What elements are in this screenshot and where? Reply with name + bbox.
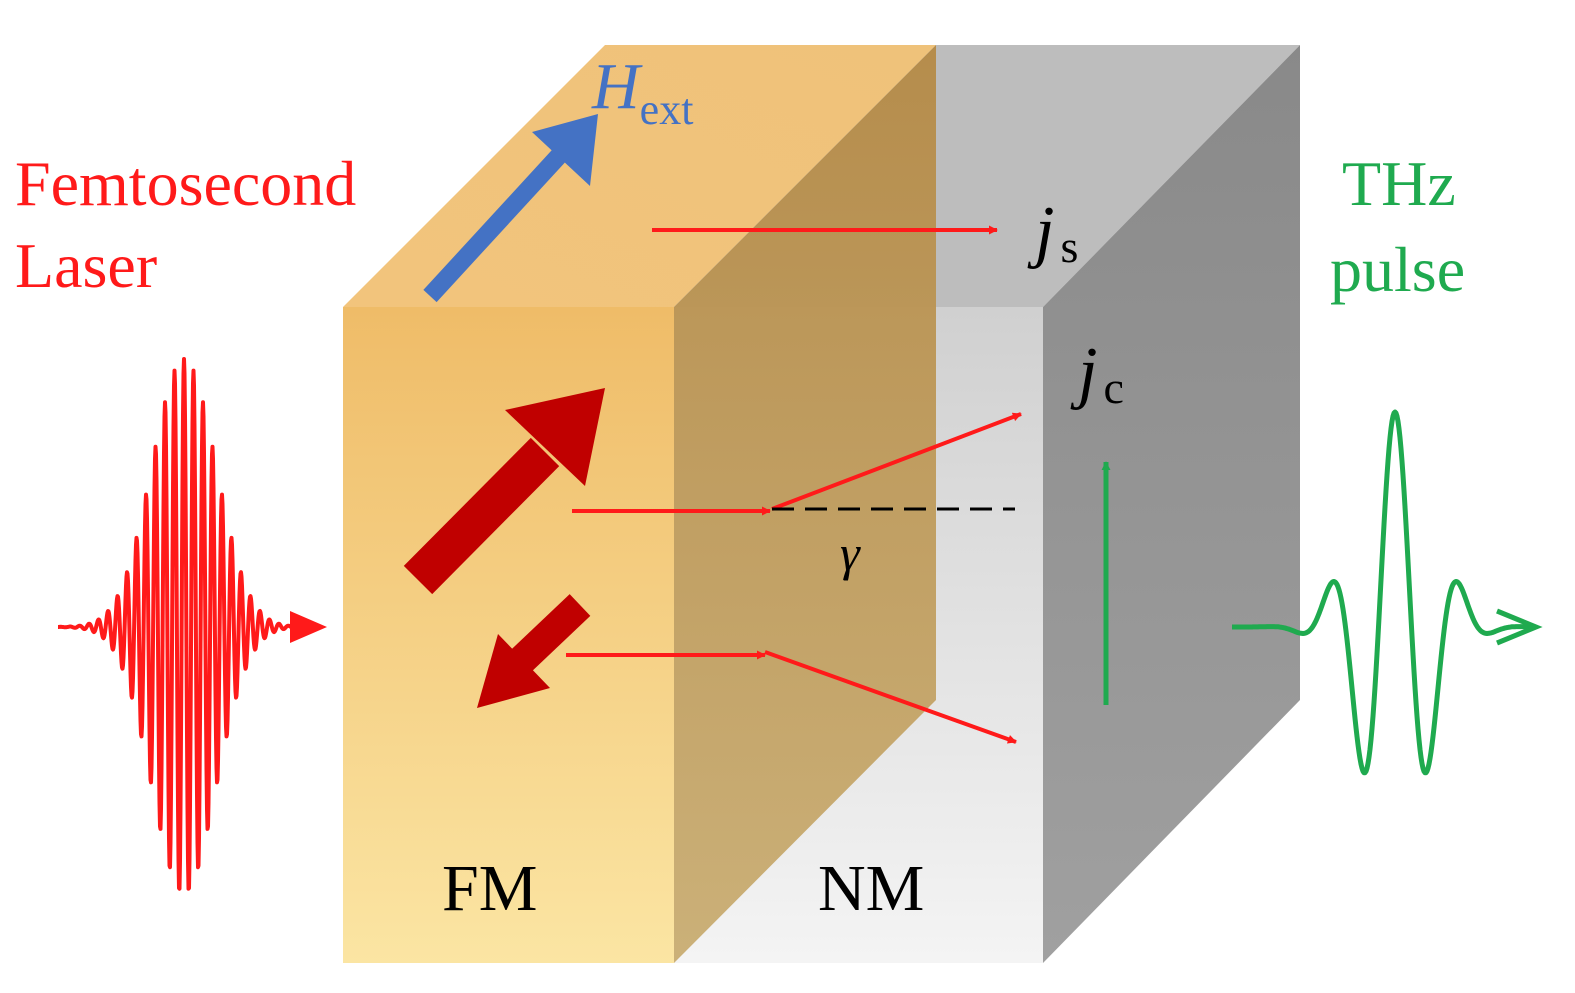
current-arrow-lower-deflected	[764, 650, 1017, 744]
thz-label-line2: pulse	[1330, 234, 1465, 305]
field-label-main: H	[591, 50, 643, 123]
field-label: Hext	[591, 50, 693, 134]
interface-face	[674, 45, 936, 963]
current-arrow-upper-deflected	[771, 412, 1022, 511]
fm-front-face	[343, 307, 674, 963]
thz-label-line1: THz	[1342, 148, 1456, 219]
fm-layer-label: FM	[442, 852, 537, 925]
thz-pulse-waveform	[1230, 409, 1532, 776]
field-arrow-icon	[423, 114, 598, 303]
gamma-label: γ	[840, 525, 861, 581]
laser-pulse-arrowhead	[290, 611, 327, 643]
thz-pulse-arrowhead	[1496, 608, 1543, 646]
magnetization-down-arrow-icon	[477, 594, 591, 708]
spin-current-label-sub: s	[1060, 221, 1078, 272]
right-face	[1043, 45, 1300, 963]
field-label-sub: ext	[640, 85, 694, 134]
slab	[343, 45, 1300, 963]
magnetization-up-arrow-icon	[403, 388, 605, 595]
laser-label-line1: Femtosecond	[15, 148, 356, 219]
nm-layer-label: NM	[818, 852, 924, 925]
laser-pulse-waveform	[56, 357, 302, 891]
charge-current-label-sub: c	[1103, 362, 1123, 413]
laser-label-line2: Laser	[15, 230, 157, 301]
